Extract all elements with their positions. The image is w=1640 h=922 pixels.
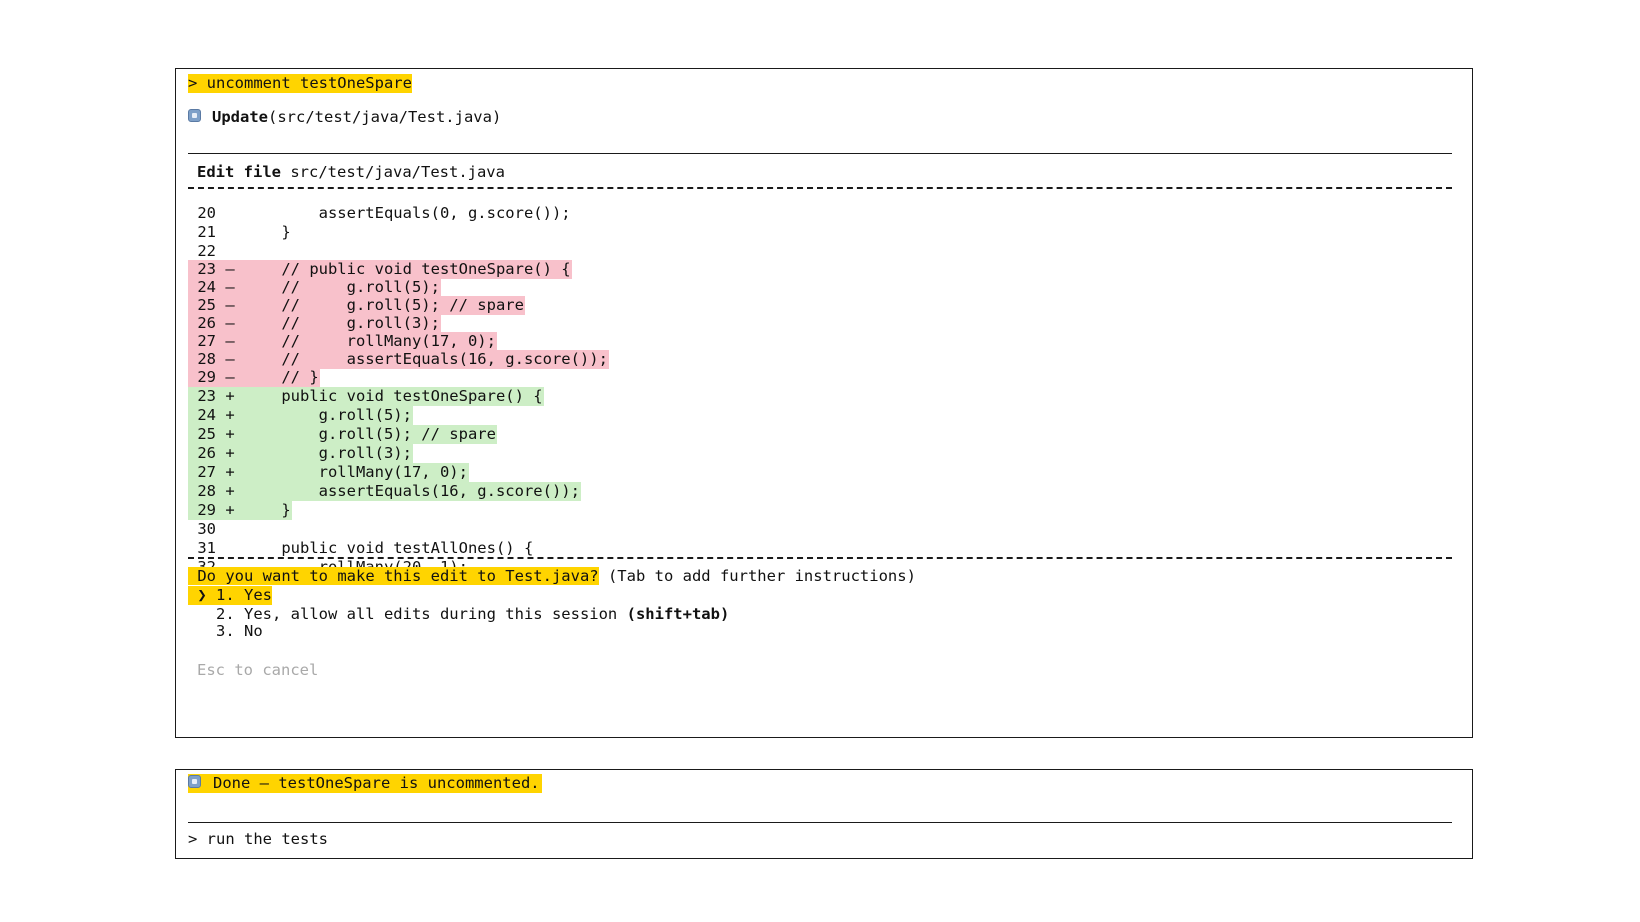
- diff-line-added: 29 + }: [188, 501, 609, 520]
- diff-line-removed: 23 – // public void testOneSpare() {: [188, 260, 609, 279]
- diff-line-added: 24 + g.roll(5);: [188, 406, 609, 425]
- diff-line-text: 29 – // }: [188, 368, 320, 387]
- diff-line-text: 28 – // assertEquals(16, g.score());: [188, 350, 609, 369]
- diff-line-added: 23 + public void testOneSpare() {: [188, 387, 609, 406]
- separator-line: [188, 822, 1452, 823]
- diff-line-removed: 27 – // rollMany(17, 0);: [188, 332, 609, 351]
- diff-line-context: 22: [188, 242, 609, 261]
- question-hint: (Tab to add further instructions): [607, 567, 916, 585]
- diff-line-text: 27 – // rollMany(17, 0);: [188, 332, 497, 351]
- diff-line-removed: 29 – // }: [188, 368, 609, 387]
- diff-top-border: [188, 187, 1452, 189]
- stop-square-icon: [188, 109, 201, 122]
- diff-line-context: 30: [188, 520, 609, 539]
- diff-line-text: 23 + public void testOneSpare() {: [188, 387, 544, 406]
- tool-name: Update: [212, 108, 268, 126]
- diff-line-text: 25 – // g.roll(5); // spare: [188, 296, 525, 315]
- diff-line-text: 20 assertEquals(0, g.score());: [188, 204, 571, 222]
- diff-line-removed: 26 – // g.roll(3);: [188, 314, 609, 333]
- diff-line-text: 24 – // g.roll(5);: [188, 278, 441, 297]
- diff-line-added: 25 + g.roll(5); // spare: [188, 425, 609, 444]
- diff-line-context: 21 }: [188, 223, 609, 242]
- diff-view: 20 assertEquals(0, g.score()); 21 } 22 2…: [188, 204, 609, 577]
- diff-line-added: 28 + assertEquals(16, g.score());: [188, 482, 609, 501]
- diff-line-removed: 28 – // assertEquals(16, g.score());: [188, 350, 609, 369]
- edit-file-label: Edit file: [197, 163, 281, 181]
- question-text: Do you want to make this edit to Test.ja…: [188, 567, 599, 585]
- diff-line-context: 31 public void testAllOnes() {: [188, 539, 609, 558]
- diff-line-text: 25 + g.roll(5); // spare: [188, 425, 497, 444]
- diff-line-text: 29 + }: [188, 501, 292, 520]
- diff-line-text: 21 }: [188, 223, 291, 241]
- diff-line-removed: 25 – // g.roll(5); // spare: [188, 296, 609, 315]
- result-panel: Done — testOneSpare is uncommented. > ru…: [175, 769, 1473, 859]
- diff-line-context: 20 assertEquals(0, g.score());: [188, 204, 609, 223]
- diff-line-text: 26 – // g.roll(3);: [188, 314, 441, 333]
- edit-file-path: src/test/java/Test.java: [290, 163, 505, 181]
- diff-line-removed: 24 – // g.roll(5);: [188, 278, 609, 297]
- user-prompt-input[interactable]: > run the tests: [188, 830, 328, 848]
- option-yes-allow-all[interactable]: 2. Yes, allow all edits during this sess…: [216, 605, 730, 623]
- option-no[interactable]: 3. No: [216, 622, 263, 640]
- done-message: Done — testOneSpare is uncommented.: [188, 774, 542, 793]
- user-prompt: > uncomment testOneSpare: [188, 74, 412, 93]
- separator-line: [188, 153, 1452, 154]
- diff-line-added: 27 + rollMany(17, 0);: [188, 463, 609, 482]
- diff-line-text: 24 + g.roll(5);: [188, 406, 413, 425]
- edit-file-header: Edit file src/test/java/Test.java: [197, 163, 505, 182]
- diff-line-text: 22: [188, 242, 244, 260]
- shortcut-label: (shift+tab): [626, 605, 730, 623]
- confirm-question: Do you want to make this edit to Test.ja…: [188, 567, 916, 586]
- diff-line-added: 26 + g.roll(3);: [188, 444, 609, 463]
- diff-line-text: 26 + g.roll(3);: [188, 444, 413, 463]
- cancel-hint: Esc to cancel: [197, 661, 319, 679]
- edit-confirmation-panel: > uncomment testOneSpare Update(src/test…: [175, 68, 1473, 738]
- tool-call: Update(src/test/java/Test.java): [212, 108, 501, 127]
- diff-bottom-border: [188, 557, 1452, 559]
- stop-square-icon: [188, 775, 201, 788]
- option-yes[interactable]: ❯ 1. Yes: [188, 586, 272, 605]
- diff-line-text: 31 public void testAllOnes() {: [188, 539, 534, 557]
- diff-line-text: 27 + rollMany(17, 0);: [188, 463, 469, 482]
- diff-line-text: 30: [188, 520, 244, 538]
- diff-line-text: 23 – // public void testOneSpare() {: [188, 260, 572, 279]
- tool-args: (src/test/java/Test.java): [268, 108, 502, 126]
- diff-line-text: 28 + assertEquals(16, g.score());: [188, 482, 581, 501]
